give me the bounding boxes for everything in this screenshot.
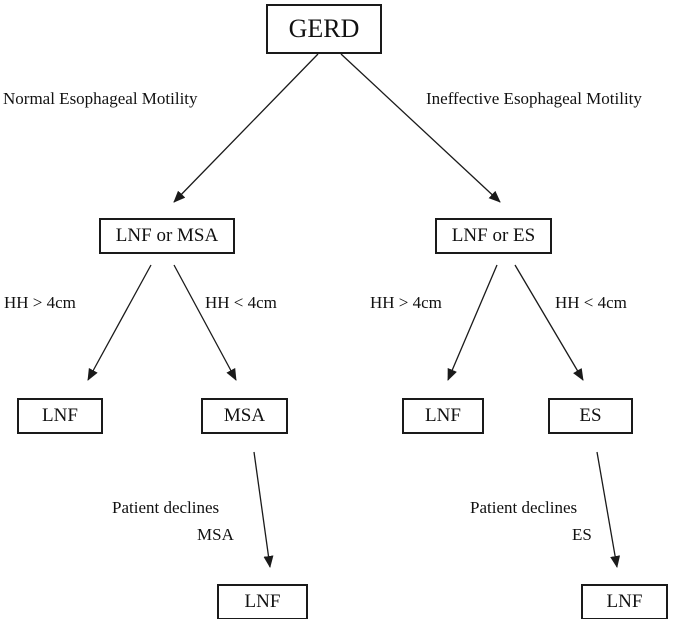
edge-label-right-decline-line1: Patient declines bbox=[470, 498, 578, 517]
arrow-left-leaf-2-to-left-final bbox=[253, 451, 274, 568]
node-lnf-left-label: LNF bbox=[42, 405, 78, 426]
arrow-root-to-left-mid bbox=[173, 53, 319, 203]
node-lnf-left-final: LNF bbox=[217, 584, 308, 619]
edge-label-left-decline-line2: MSA bbox=[197, 525, 234, 544]
edge-label-right-hh-gt: HH > 4cm bbox=[370, 293, 442, 312]
arrow-left-mid-to-left-leaf-1 bbox=[87, 264, 152, 381]
node-gerd-label: GERD bbox=[288, 14, 360, 43]
node-lnf-right-label: LNF bbox=[425, 405, 461, 426]
edge-label-left-decline-line1: Patient declines bbox=[112, 498, 220, 517]
node-msa: MSA bbox=[201, 398, 288, 434]
node-lnf-or-es: LNF or ES bbox=[435, 218, 552, 254]
node-lnf-right: LNF bbox=[402, 398, 484, 434]
node-msa-label: MSA bbox=[223, 405, 266, 426]
node-lnf-left-final-label: LNF bbox=[244, 591, 281, 612]
edge-label-right-hh-lt: HH < 4cm bbox=[555, 293, 627, 312]
edge-label-normal-motility: Normal Esophageal Motility bbox=[3, 89, 198, 108]
node-lnf-right-final-label: LNF bbox=[606, 591, 643, 612]
edge-label-left-hh-gt: HH > 4cm bbox=[4, 293, 76, 312]
node-es: ES bbox=[548, 398, 633, 434]
node-lnf-or-msa: LNF or MSA bbox=[99, 218, 235, 254]
arrow-left-mid-to-left-leaf-2 bbox=[173, 264, 237, 381]
node-lnf-or-es-label: LNF or ES bbox=[451, 225, 536, 246]
node-lnf-right-final: LNF bbox=[581, 584, 668, 619]
arrow-root-to-right-mid bbox=[340, 53, 501, 203]
node-es-label: ES bbox=[579, 405, 602, 426]
node-lnf-left: LNF bbox=[17, 398, 103, 434]
arrow-right-leaf-2-to-right-final bbox=[596, 451, 621, 568]
arrow-right-mid-to-right-leaf-2 bbox=[514, 264, 584, 381]
edge-label-right-decline-line2: ES bbox=[572, 525, 592, 544]
arrow-right-mid-to-right-leaf-1 bbox=[447, 264, 498, 381]
node-gerd: GERD bbox=[266, 4, 382, 54]
edge-label-left-hh-lt: HH < 4cm bbox=[205, 293, 277, 312]
edge-label-ineffective-motility: Ineffective Esophageal Motility bbox=[426, 89, 642, 108]
node-lnf-or-msa-label: LNF or MSA bbox=[115, 225, 219, 246]
